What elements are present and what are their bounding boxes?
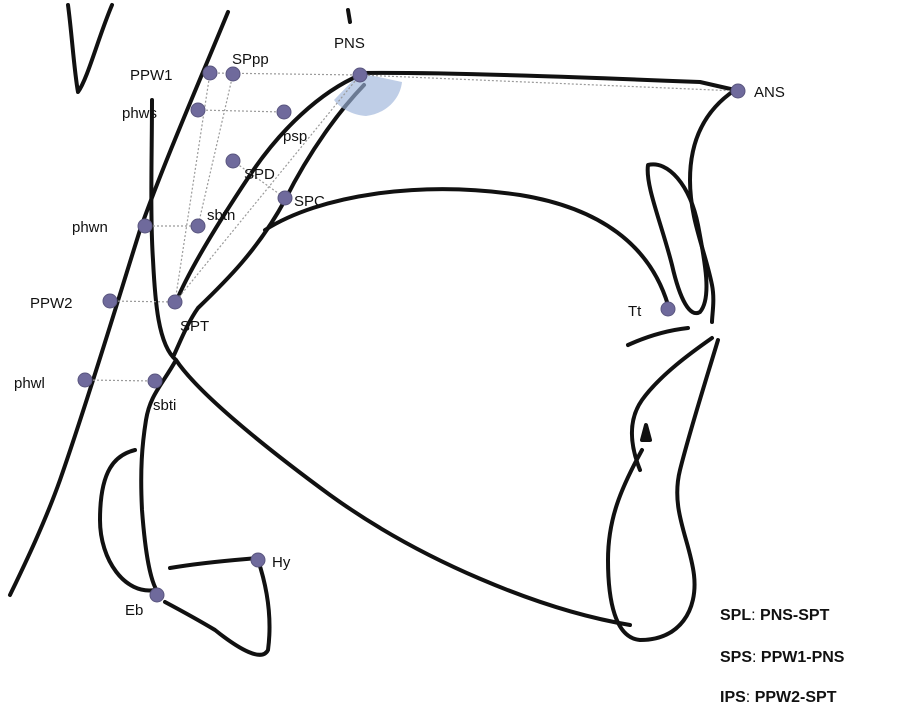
epiglottis bbox=[141, 360, 176, 595]
landmark-point-sbtn bbox=[191, 219, 205, 233]
legend-spl: SPL: PNS-SPT bbox=[720, 607, 829, 625]
label-sppp: SPpp bbox=[232, 51, 269, 68]
palate-roof-line bbox=[360, 73, 735, 90]
epiglottis-outline bbox=[100, 450, 155, 590]
hyoid-body bbox=[170, 558, 258, 568]
landmark-point-ppw1 bbox=[203, 66, 217, 80]
landmark-point-ans bbox=[731, 84, 745, 98]
label-phwl: phwl bbox=[14, 375, 45, 392]
pns-tick bbox=[348, 10, 350, 22]
hyoid-bone bbox=[165, 560, 270, 655]
legend-ips-abbr: IPS bbox=[720, 689, 746, 706]
label-sbti: sbti bbox=[153, 397, 176, 414]
landmark-point-spt bbox=[168, 295, 182, 309]
label-spt: SPT bbox=[180, 318, 209, 335]
label-ppw2: PPW2 bbox=[30, 295, 73, 312]
landmark-points bbox=[78, 66, 745, 602]
landmark-point-sppp bbox=[226, 67, 240, 81]
legend-sps-def: PPW1-PNS bbox=[761, 649, 845, 666]
legend-sps-abbr: SPS bbox=[720, 649, 752, 666]
label-hy: Hy bbox=[272, 554, 291, 571]
label-pns: PNS bbox=[334, 35, 365, 52]
tongue-dorsum bbox=[265, 189, 668, 305]
lower-lip-tongue-tip bbox=[628, 328, 688, 345]
cervical-spine-line bbox=[151, 100, 630, 625]
legend-ips: IPS: PPW2-SPT bbox=[720, 689, 836, 707]
legend-ips-def: PPW2-SPT bbox=[755, 689, 837, 706]
landmark-point-pns bbox=[353, 68, 367, 82]
legend-sps: SPS: PPW1-PNS bbox=[720, 649, 844, 667]
landmark-labels: PNS ANS SPpp PPW1 phws psp SPD SPC sbtn … bbox=[14, 35, 785, 619]
legend-spl-abbr: SPL bbox=[720, 607, 751, 624]
legend-ips-sep: : bbox=[746, 689, 755, 706]
label-spc: SPC bbox=[294, 193, 325, 210]
landmark-point-phwn bbox=[138, 219, 152, 233]
landmark-point-ppw2 bbox=[103, 294, 117, 308]
legend-spl-sep: : bbox=[751, 607, 760, 624]
landmark-point-eb bbox=[150, 588, 164, 602]
landmark-point-spd bbox=[226, 154, 240, 168]
label-eb: Eb bbox=[125, 602, 143, 619]
landmark-point-psp bbox=[277, 105, 291, 119]
label-tt: Tt bbox=[628, 303, 642, 320]
label-ans: ANS bbox=[754, 84, 785, 101]
landmark-point-sbti bbox=[148, 374, 162, 388]
landmark-point-spc bbox=[278, 191, 292, 205]
landmark-point-tt bbox=[661, 302, 675, 316]
legend-sps-sep: : bbox=[752, 649, 761, 666]
legend-spl-def: PNS-SPT bbox=[760, 607, 829, 624]
landmark-point-phwl bbox=[78, 373, 92, 387]
landmark-point-phws bbox=[191, 103, 205, 117]
label-phws: phws bbox=[122, 105, 157, 122]
label-phwn: phwn bbox=[72, 219, 108, 236]
label-spd: SPD bbox=[244, 166, 275, 183]
mandible-symphysis bbox=[608, 340, 718, 640]
label-psp: psp bbox=[283, 128, 307, 145]
label-ppw1: PPW1 bbox=[130, 67, 173, 84]
occipital-outline bbox=[68, 5, 112, 92]
landmark-point-hy bbox=[251, 553, 265, 567]
incisor-crown bbox=[642, 425, 650, 440]
incisor-region bbox=[690, 90, 735, 322]
label-sbtn: sbtn bbox=[207, 207, 235, 224]
